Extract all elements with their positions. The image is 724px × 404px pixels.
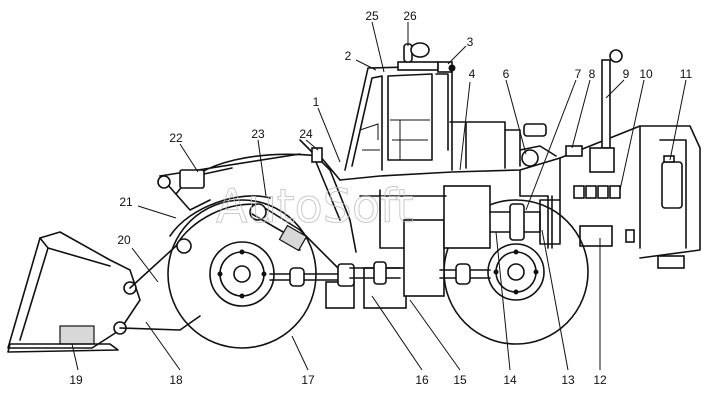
callout-26: 26 [403,9,417,23]
callout-6: 6 [503,67,510,81]
lift-linkage [169,139,357,271]
callout-17: 17 [301,373,315,387]
callout-19: 19 [69,373,83,387]
callout-1: 1 [313,95,320,109]
callout-16: 16 [415,373,429,387]
callout-3: 3 [467,35,474,49]
callout-11: 11 [680,67,693,81]
front-fender [157,153,341,211]
callout-10: 10 [639,67,653,81]
callout-4: 4 [469,67,476,81]
callout-18: 18 [169,373,183,387]
leader-lines [71,21,687,371]
callout-23: 23 [251,127,265,141]
main-frame [339,49,701,269]
callout-2: 2 [345,49,352,63]
callout-24: 24 [299,127,313,141]
callout-12: 12 [593,373,607,387]
drivetrain [269,185,541,309]
cab [344,42,521,171]
callout-8: 8 [589,67,596,81]
callout-15: 15 [453,373,467,387]
callout-9: 9 [623,67,630,81]
callout-20: 20 [117,233,131,247]
callout-13: 13 [561,373,575,387]
callout-21: 21 [119,195,133,209]
watermark: AutoSoft [216,179,414,233]
callout-labels: 1 2 3 4 6 7 8 9 10 11 12 13 14 15 16 17 … [69,9,692,387]
callout-14: 14 [503,373,517,387]
bucket [7,231,201,353]
callout-22: 22 [169,131,183,145]
callout-7: 7 [575,67,582,81]
callout-25: 25 [365,9,379,23]
